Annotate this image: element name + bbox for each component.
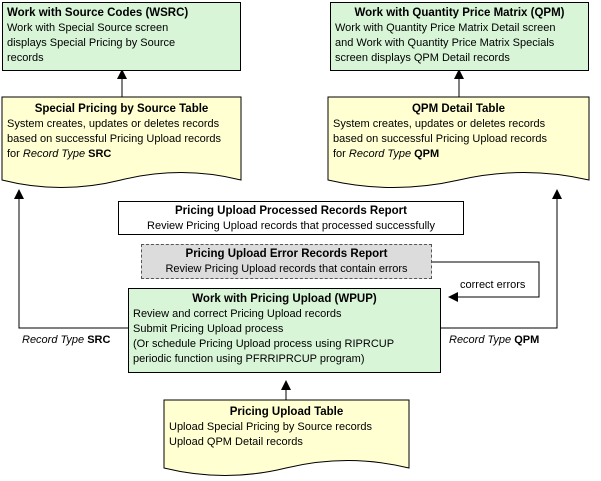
special-pricing-table: Special Pricing by Source Table System c… [2,99,241,169]
processed-records-report[interactable]: Pricing Upload Processed Records Report … [118,201,464,235]
sps-table-record-type: Record Type [22,148,86,160]
processed-report-title: Pricing Upload Processed Records Report [175,205,407,217]
upload-table-title: Pricing Upload Table [229,406,344,418]
qpm-table-for: for [333,148,349,160]
qpm-table-line-1: System creates, updates or deletes recor… [333,118,546,130]
left-record-type-label: Record Type SRC [22,334,110,347]
qpm-table-title: QPM Detail Table [411,103,506,115]
qpm-line-3: screen displays QPM Detail records [335,52,510,64]
wsrc-line-3: records [7,52,44,64]
sps-table-code: SRC [88,148,112,160]
wsrc-screen-box[interactable]: Work with Source Codes (WSRC) Work with … [2,2,241,71]
right-record-type-label: Record Type QPM [449,334,539,347]
upload-table-line-1: Upload Special Pricing by Source records [169,421,372,433]
qpm-table-line-3: for Record Type QPM [333,147,584,162]
left-record-type-text: Record Type [22,334,85,346]
processed-report-line-1: Review Pricing Upload records that proce… [147,220,435,232]
wpup-line-2: Submit Pricing Upload process [133,323,284,335]
upload-table-line-2: Upload QPM Detail records [169,436,303,448]
wsrc-line-2: displays Special Pricing by Source [7,37,176,49]
qpm-table-record-type: Record Type [348,148,412,160]
correct-errors-label: correct errors [460,279,526,291]
wsrc-title: Work with Source Codes (WSRC) [7,7,189,19]
qpm-title: Work with Quantity Price Matrix (QPM) [354,7,565,19]
wpup-line-1: Review and correct Pricing Upload record… [133,308,342,320]
right-record-type-code: QPM [514,334,540,346]
left-record-type-code: SRC [87,334,111,346]
sps-table-line-2: based on successful Pricing Upload recor… [7,133,222,145]
pricing-upload-table: Pricing Upload Table Upload Special Pric… [164,402,409,452]
wpup-line-4: periodic function using PFRRIPRCUP progr… [133,353,365,365]
arrow-wpup-to-sps [14,189,128,329]
special-pricing-table-shape [1,96,242,188]
qpm-table-line-2: based on successful Pricing Upload recor… [333,133,548,145]
wsrc-line-1: Work with Special Source screen [7,22,169,34]
qpm-detail-table: QPM Detail Table System creates, updates… [328,99,589,169]
error-records-report[interactable]: Pricing Upload Error Records Report Revi… [141,244,432,279]
qpm-line-1: Work with Quantity Price Matrix Detail s… [335,22,556,34]
wpup-screen-box[interactable]: Work with Pricing Upload (WPUP) Review a… [128,288,441,373]
qpm-table-code: QPM [414,148,440,160]
error-report-title: Pricing Upload Error Records Report [185,248,388,260]
qpm-screen-box[interactable]: Work with Quantity Price Matrix (QPM) Wo… [330,2,589,71]
wpup-title: Work with Pricing Upload (WPUP) [192,293,377,305]
sps-table-title: Special Pricing by Source Table [34,103,209,115]
qpm-detail-table-shape [327,96,590,188]
arrow-correct-errors [432,261,540,302]
arrow-wpup-to-qpm-table [441,189,562,329]
wpup-line-3: (Or schedule Pricing Upload process usin… [133,338,395,350]
error-report-line-1: Review Pricing Upload records that conta… [165,263,408,275]
sps-table-for: for [7,148,23,160]
right-record-type-text: Record Type [449,334,512,346]
sps-table-line-3: for Record Type SRC [7,147,236,162]
pricing-upload-table-shape [163,399,410,476]
sps-table-line-1: System creates, updates or deletes recor… [7,118,220,130]
qpm-line-2: and Work with Quantity Price Matrix Spec… [335,37,555,49]
